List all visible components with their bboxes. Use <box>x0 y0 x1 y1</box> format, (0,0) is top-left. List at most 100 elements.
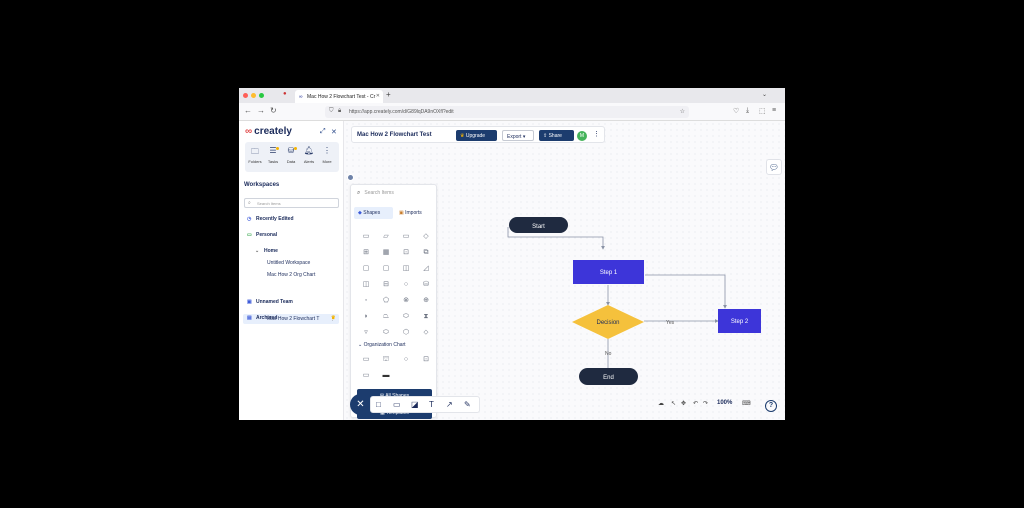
end-node[interactable] <box>579 368 638 385</box>
export-button[interactable]: Export ▾ <box>502 130 534 141</box>
shape-small-circle[interactable]: ◦ <box>364 297 368 304</box>
folders-button[interactable]: 🗀︎ Folders <box>246 146 264 164</box>
text-tool-icon[interactable]: T <box>429 400 434 409</box>
menu-icon[interactable]: ≡ <box>772 107 777 114</box>
maximize-window-dot[interactable] <box>259 93 264 98</box>
shape-search-input[interactable]: ⌕Search Items <box>357 190 394 197</box>
data-button[interactable]: ⛁ Data <box>282 146 300 164</box>
shape-subprocess[interactable]: ◫ <box>362 281 370 288</box>
start-node[interactable] <box>509 217 568 233</box>
tree-org-chart[interactable]: Mac How 2 Org Chart <box>267 272 315 278</box>
redo-icon[interactable]: ↷ <box>703 401 709 407</box>
tree-unnamed-team[interactable]: ▣Unnamed Team <box>247 299 293 305</box>
chat-button[interactable]: 💬︎ <box>766 159 782 175</box>
shape-sum-junction[interactable]: ⊗ <box>403 297 409 304</box>
tree-personal[interactable]: ▭Personal <box>247 232 277 238</box>
creately-logo[interactable]: ∞creately <box>245 126 292 137</box>
forward-icon[interactable]: → <box>257 106 265 115</box>
shape-stored-data[interactable]: ▢ <box>382 265 390 272</box>
avatar[interactable]: M <box>577 131 587 141</box>
shape-merge[interactable]: ▿ <box>364 329 368 336</box>
tasks-button[interactable]: ☰ Tasks <box>264 146 282 164</box>
step1-node[interactable] <box>573 260 644 284</box>
keyboard-icon[interactable]: ⌨ <box>742 401 751 407</box>
pan-icon[interactable]: ✥ <box>681 401 687 407</box>
reload-icon[interactable]: ↻ <box>270 106 277 115</box>
pocket-icon[interactable]: ♡ <box>733 108 740 115</box>
tab-shapes[interactable]: ◆ Shapes <box>354 207 393 219</box>
shape-delay[interactable]: ◗ <box>363 313 369 320</box>
shape-sort[interactable]: ⬦ <box>423 329 429 336</box>
shape-ellipse[interactable]: ⬭ <box>383 329 389 336</box>
card-tool-icon[interactable]: ▭ <box>393 400 401 409</box>
pen-tool-icon[interactable]: ✎ <box>464 400 471 409</box>
shape-card[interactable]: ◫ <box>402 265 410 272</box>
upgrade-button[interactable]: ♛ Upgrade <box>456 130 497 141</box>
help-button[interactable]: ? <box>765 400 777 412</box>
more-options-icon[interactable]: ⋮ <box>593 131 600 138</box>
chevron-down-icon[interactable]: ⌄ <box>761 92 767 98</box>
tab-imports[interactable]: ▣ Imports <box>395 207 433 219</box>
browser-tab[interactable]: ∞ Mac How 2 Flowchart Test - Cr ✕ <box>295 90 383 103</box>
shape-table[interactable]: ⊞ <box>363 249 369 256</box>
org-shape-connector[interactable]: ▭ <box>362 372 370 379</box>
shape-or[interactable]: ⊕ <box>423 297 429 304</box>
workspace-search-input[interactable]: ⌕ Search Items <box>244 198 339 208</box>
minimize-window-dot[interactable] <box>251 93 256 98</box>
shape-circle[interactable]: ○ <box>403 281 409 288</box>
more-button[interactable]: ⋮ More <box>318 146 336 164</box>
close-panel-button[interactable]: ✕ <box>350 394 371 415</box>
shape-multidoc[interactable]: ⧉ <box>423 249 429 256</box>
more-icon[interactable]: ⋮ <box>330 316 335 322</box>
shape-display[interactable]: ⬭ <box>403 313 409 320</box>
close-window-dot[interactable] <box>243 93 248 98</box>
connector-start-step1[interactable] <box>507 227 605 250</box>
tree-untitled-workspace[interactable]: Untitled Workspace <box>267 260 310 266</box>
shape-rect[interactable]: ▭ <box>402 233 410 240</box>
org-shape-person[interactable]: ⛫ <box>382 356 390 363</box>
rectangle-tool-icon[interactable]: □ <box>376 400 381 409</box>
url-bar[interactable]: ⛉ 🔒︎ https://app.creately.com/d/G89lqDA9… <box>325 106 689 118</box>
shape-rounded-rect[interactable]: ▭ <box>362 233 370 240</box>
share-button[interactable]: ⇪ Share <box>539 130 574 141</box>
org-shape-circle[interactable]: ○ <box>403 356 409 363</box>
pointer-icon[interactable]: ↖ <box>671 401 677 407</box>
bookmark-star-icon[interactable]: ☆ <box>679 109 685 115</box>
shape-offpage[interactable]: ⬠ <box>382 297 390 304</box>
shape-preparation[interactable]: ⬡ <box>402 329 410 336</box>
extensions-icon[interactable]: ⬚ <box>759 108 766 115</box>
undo-icon[interactable]: ↶ <box>693 401 699 407</box>
close-tab-icon[interactable]: ✕ <box>375 93 380 99</box>
org-shape-card[interactable]: ⊡ <box>423 356 429 363</box>
connector-step1-step2[interactable] <box>645 274 727 309</box>
close-sidebar-icon[interactable]: ✕ <box>331 129 337 136</box>
expand-icon[interactable]: ⤢ <box>320 128 326 135</box>
org-shape-rect[interactable]: ▭ <box>362 356 370 363</box>
shape-document[interactable]: ⊡ <box>403 249 409 256</box>
org-shape-bar[interactable]: ▬ <box>382 372 390 379</box>
zoom-level[interactable]: 100% <box>717 400 733 406</box>
shape-manual-input[interactable]: ◿ <box>423 265 429 272</box>
alerts-button[interactable]: 🔔︎ Alerts <box>300 146 318 164</box>
panel-collapse-handle[interactable] <box>347 174 354 181</box>
tree-archived-item[interactable]: ▤Archived♛ <box>247 315 335 321</box>
shape-collate[interactable]: ⧗ <box>423 313 429 320</box>
org-chart-section[interactable]: ⌄ Organization Chart <box>358 342 406 348</box>
back-icon[interactable]: ← <box>244 106 252 115</box>
document-title[interactable]: Mac How 2 Flowchart Test <box>357 132 432 138</box>
decision-node[interactable] <box>572 305 644 339</box>
tree-flowchart[interactable]: Mac How 2 Flowchart T⋮ <box>267 316 335 322</box>
download-icon[interactable]: ⤓ <box>746 107 750 114</box>
shape-grid[interactable]: ▦ <box>382 249 390 256</box>
tree-home[interactable]: ⌄Home <box>255 248 278 254</box>
shape-database[interactable]: ⛁ <box>423 281 429 288</box>
tree-recently-edited[interactable]: ◷Recently Edited <box>247 216 294 222</box>
new-tab-button[interactable]: + <box>386 90 391 99</box>
connector-tool-icon[interactable]: ↗ <box>446 400 453 409</box>
shape-parallelogram[interactable]: ▱ <box>383 233 389 240</box>
shape-diamond[interactable]: ◇ <box>423 233 429 240</box>
sticky-note-icon[interactable]: ◪ <box>411 400 419 409</box>
shape-stadium[interactable]: ▢ <box>362 265 370 272</box>
shape-manual-op[interactable]: ⏢ <box>383 313 389 320</box>
step2-node[interactable] <box>718 309 761 333</box>
